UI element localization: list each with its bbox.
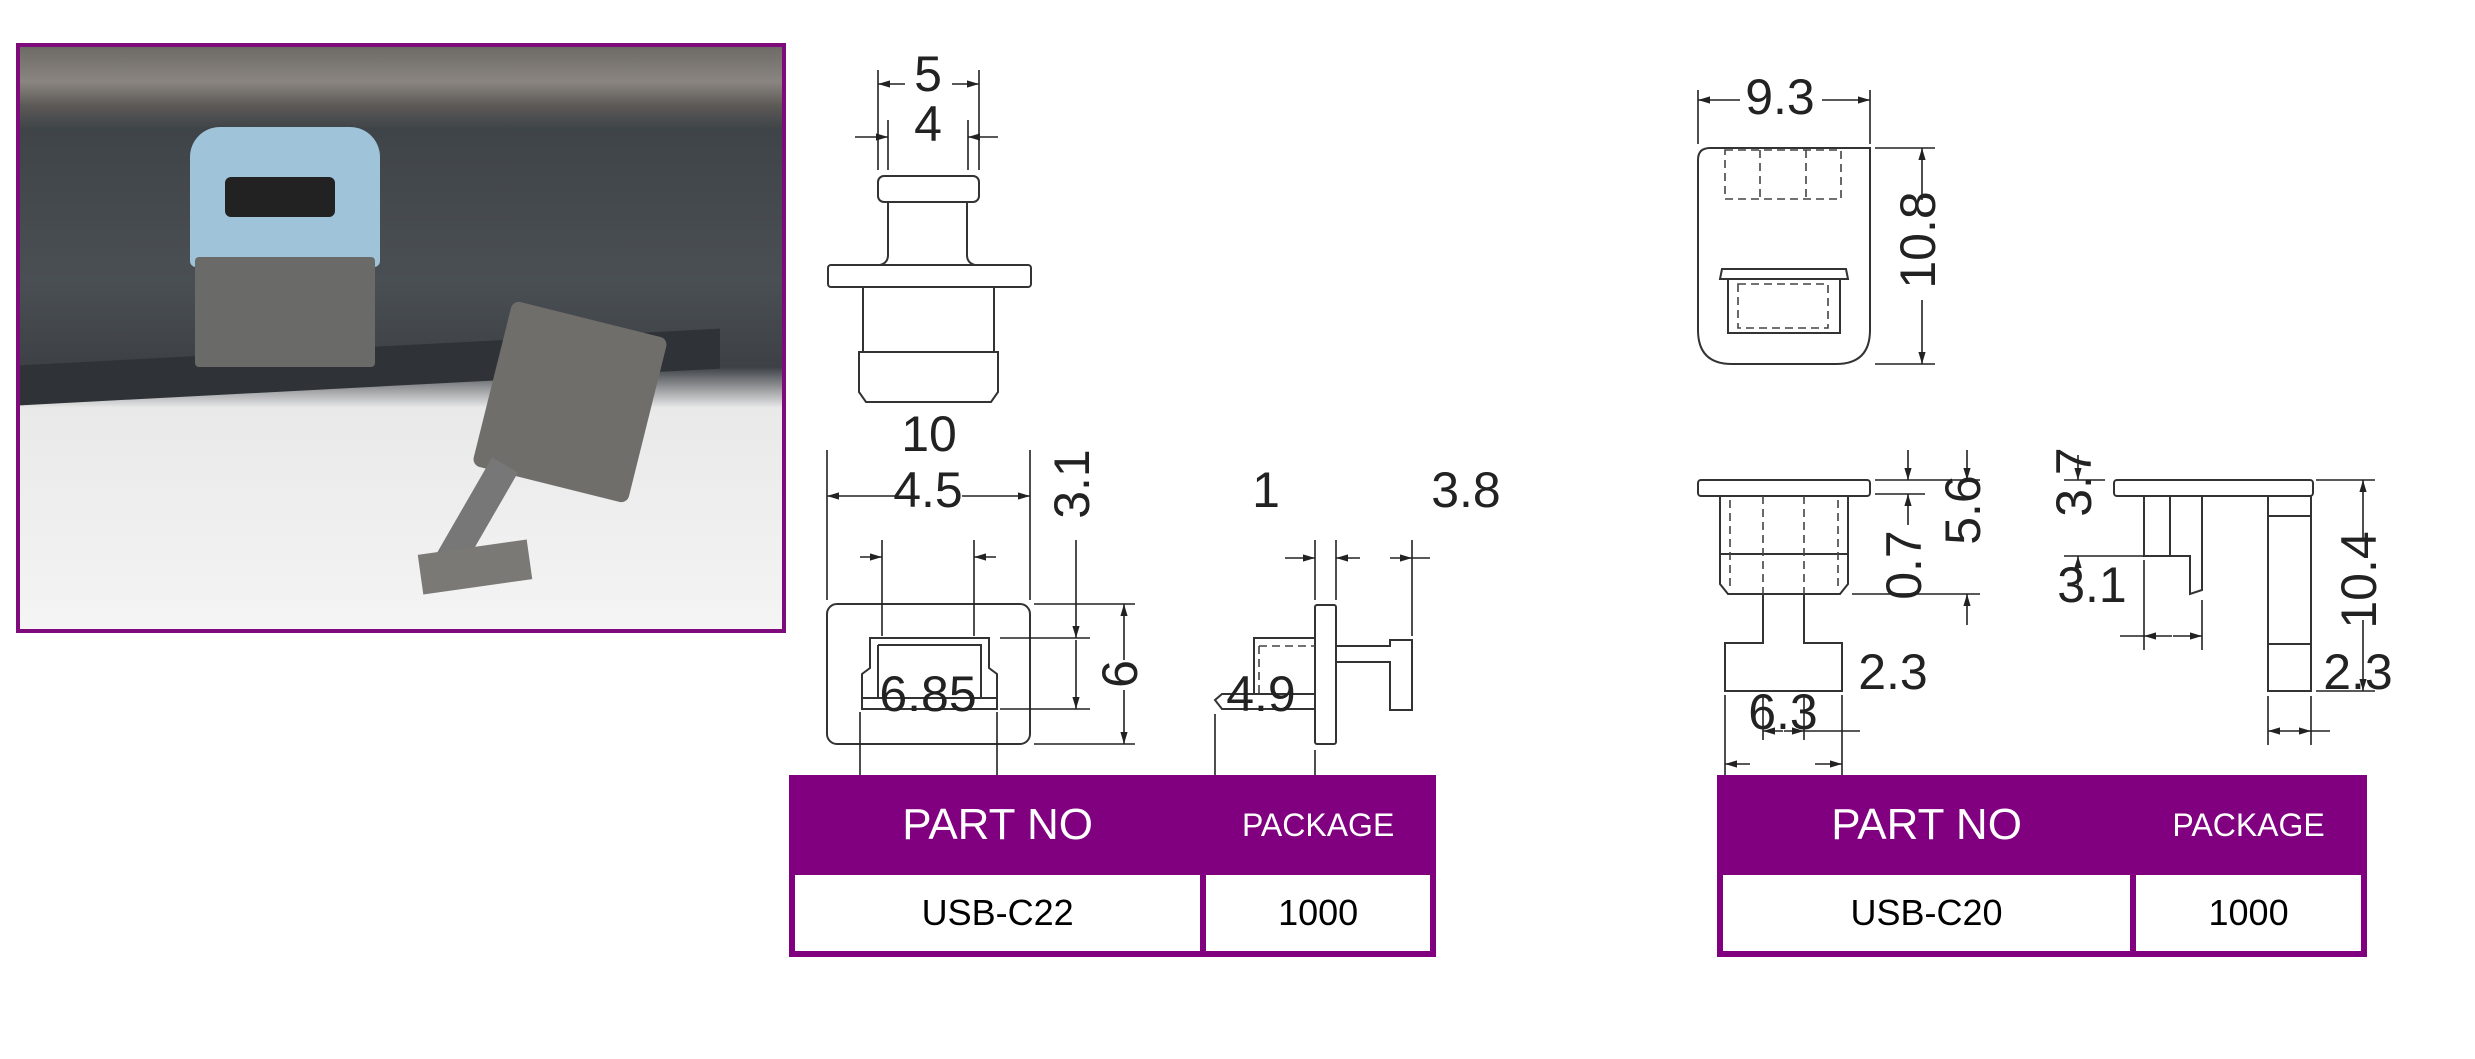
dim-4-9: 4.9 [1226, 666, 1296, 722]
dim-10: 10 [901, 406, 957, 462]
usb-c22-front-view: 10 4.5 3.1 6 6.85 [826, 406, 1148, 800]
usb-c22-side-view: 1 3.8 4.9 [1190, 462, 1501, 800]
dim-1: 1 [1252, 462, 1280, 518]
cell-part-no: USB-C20 [1723, 875, 2131, 951]
header-package: PACKAGE [2172, 806, 2325, 843]
usb-port [225, 177, 335, 217]
dim-9-3: 9.3 [1745, 69, 1815, 125]
dim-6: 6 [1092, 660, 1148, 688]
dim-2-3-side: 2.3 [2323, 644, 2393, 700]
header-package: PACKAGE [1241, 806, 1395, 843]
dim-6-85: 6.85 [879, 666, 976, 722]
dim-2-3-front: 2.3 [1858, 644, 1928, 700]
dim-10-4: 10.4 [2331, 531, 2387, 628]
dim-3-1-side: 3.1 [2057, 557, 2127, 613]
cell-package: 1000 [2136, 875, 2361, 951]
dim-3-1: 3.1 [1044, 449, 1100, 519]
product-photo [16, 43, 786, 633]
dim-4-5: 4.5 [893, 462, 963, 518]
dim-3-8: 3.8 [1431, 462, 1501, 518]
dim-0-7: 0.7 [1876, 530, 1932, 600]
cell-package: 1000 [1206, 875, 1430, 951]
dim-4: 4 [914, 96, 942, 152]
part-table-usb-c22: PART NO PACKAGE USB-C22 1000 [789, 775, 1436, 957]
usb-c20-side-view: 3.7 3.1 10.4 2.3 [2046, 447, 2393, 745]
cover-tab [195, 257, 375, 367]
dim-5: 5 [914, 46, 942, 102]
dim-3-7: 3.7 [2046, 447, 2102, 517]
usb-c22-top-view: 5 4 [827, 46, 1032, 403]
part-table-usb-c20: PART NO PACKAGE USB-C20 1000 [1717, 775, 2367, 957]
dim-10-8: 10.8 [1890, 191, 1946, 288]
dim-5-6: 5.6 [1935, 475, 1991, 545]
usb-c20-top-view: 9.3 10.8 [1697, 69, 1946, 365]
header-part-no: PART NO [902, 800, 1093, 849]
usb-c20-front-view: 0.7 5.6 2.3 6.3 [1697, 450, 1991, 775]
dim-6-3: 6.3 [1748, 684, 1818, 740]
header-part-no: PART NO [1831, 800, 2022, 849]
cell-part-no: USB-C22 [795, 875, 1201, 951]
